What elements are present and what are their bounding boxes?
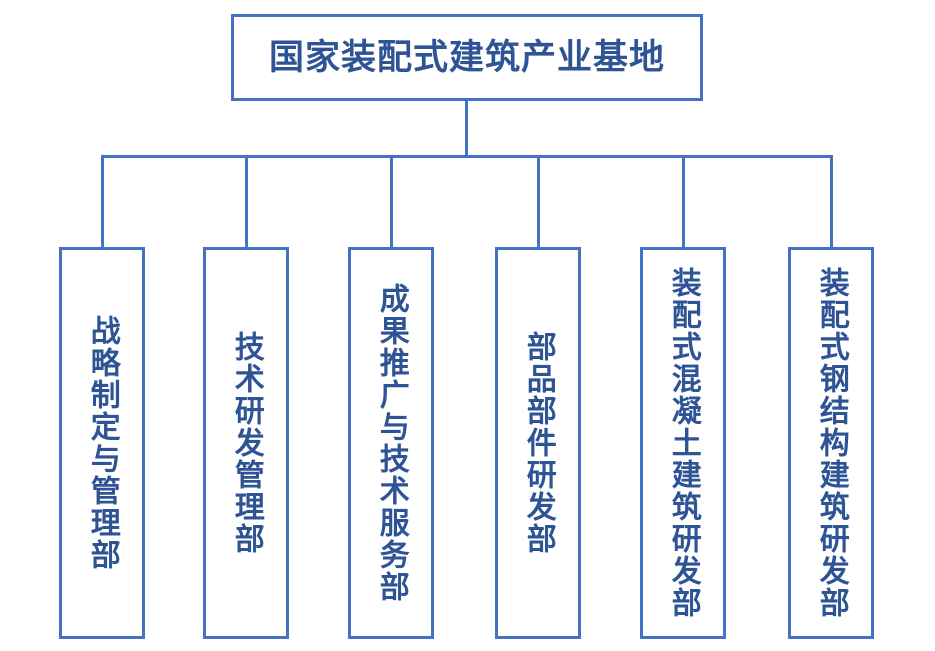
department-node-2-label: 技术研发管理部 (229, 331, 263, 555)
department-node-1[interactable]: 战略制定与管理部 (59, 247, 145, 639)
department-node-3-label: 成果推广与技术服务部 (374, 283, 408, 603)
root-node-label: 国家装配式建筑产业基地 (268, 38, 665, 77)
connector-drop-2 (245, 155, 248, 248)
connector-horizontal-bus (101, 155, 833, 158)
department-node-6[interactable]: 装配式钢结构建筑研发部 (788, 247, 874, 639)
department-node-1-label: 战略制定与管理部 (85, 315, 119, 571)
department-node-2[interactable]: 技术研发管理部 (203, 247, 289, 639)
department-node-4[interactable]: 部品部件研发部 (495, 247, 581, 639)
department-node-3[interactable]: 成果推广与技术服务部 (348, 247, 434, 639)
connector-drop-5 (682, 155, 685, 248)
department-node-5[interactable]: 装配式混凝土建筑研发部 (640, 247, 726, 639)
connector-drop-3 (390, 155, 393, 248)
connector-drop-6 (830, 155, 833, 248)
department-node-6-label: 装配式钢结构建筑研发部 (814, 267, 848, 619)
department-node-5-label: 装配式混凝土建筑研发部 (666, 267, 700, 619)
connector-drop-4 (537, 155, 540, 248)
department-node-4-label: 部品部件研发部 (521, 331, 555, 555)
connector-root-stem (465, 100, 468, 158)
connector-drop-1 (101, 155, 104, 248)
root-node[interactable]: 国家装配式建筑产业基地 (231, 14, 703, 101)
